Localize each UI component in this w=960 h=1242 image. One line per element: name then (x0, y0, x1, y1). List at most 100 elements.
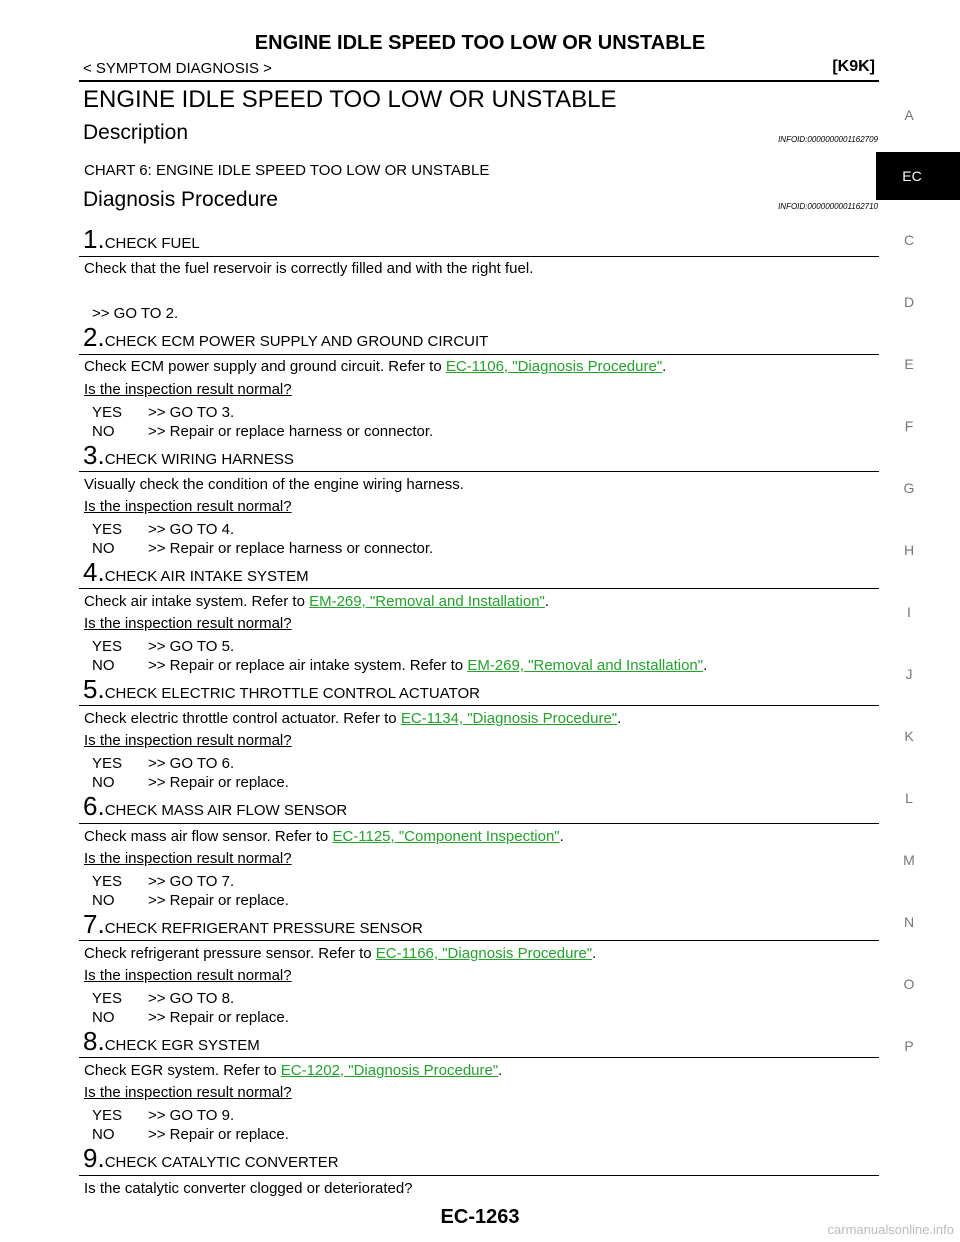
step-9-heading: 9.CHECK CATALYTIC CONVERTER (83, 1143, 339, 1174)
section-index-g[interactable]: G (903, 480, 915, 496)
step-number: 5. (83, 674, 105, 704)
no-label: NO (92, 540, 115, 557)
step-3-text: Visually check the condition of the engi… (84, 476, 464, 493)
breadcrumb: < SYMPTOM DIAGNOSIS > (83, 60, 272, 77)
step-1-goto: >> GO TO 2. (92, 305, 179, 322)
inspection-question: Is the inspection result normal? (84, 615, 292, 632)
no-label: NO (92, 1009, 115, 1026)
inspection-question: Is the inspection result normal? (84, 967, 292, 984)
section-index-a[interactable]: A (904, 107, 914, 123)
step-2-heading: 2.CHECK ECM POWER SUPPLY AND GROUND CIRC… (83, 322, 488, 353)
step-4-heading: 4.CHECK AIR INTAKE SYSTEM (83, 557, 309, 588)
no-text: >> Repair or replace. (148, 774, 289, 791)
step-5-heading: 5.CHECK ELECTRIC THROTTLE CONTROL ACTUAT… (83, 674, 480, 705)
section-index-e[interactable]: E (904, 356, 914, 372)
section-index-n[interactable]: N (903, 914, 915, 930)
diagnosis-title: Diagnosis Procedure (83, 188, 278, 211)
step-number: 3. (83, 440, 105, 470)
ref-link-em-269-no[interactable]: EM-269, "Removal and Installation" (467, 657, 704, 674)
section-index-m[interactable]: M (903, 852, 915, 868)
ref-link-em-269[interactable]: EM-269, "Removal and Installation" (309, 593, 545, 610)
step-2-text: Check ECM power supply and ground circui… (84, 358, 666, 375)
step-divider (79, 588, 879, 589)
yes-line: YES>> GO TO 6. (92, 755, 234, 772)
section-index-h[interactable]: H (903, 542, 915, 558)
step-number: 7. (83, 909, 105, 939)
step-text: Check EGR system. Refer to (84, 1062, 281, 1079)
section-index-j[interactable]: J (905, 666, 913, 682)
step-9-text: Is the catalytic converter clogged or de… (84, 1180, 413, 1197)
yes-label: YES (92, 755, 123, 772)
section-index-d[interactable]: D (903, 294, 915, 310)
ref-link-ec-1202[interactable]: EC-1202, "Diagnosis Procedure" (280, 1062, 499, 1079)
step-text-end: . (544, 593, 550, 610)
section-index-k[interactable]: K (904, 728, 914, 744)
no-text: >> Repair or replace air intake system. … (148, 657, 468, 674)
ref-link-ec-1106[interactable]: EC-1106, "Diagnosis Procedure" (445, 358, 663, 375)
step-title: CHECK REFRIGERANT PRESSURE SENSOR (104, 920, 423, 937)
no-label: NO (92, 774, 115, 791)
section-index-p[interactable]: P (904, 1038, 914, 1054)
ref-link-ec-1166[interactable]: EC-1166, "Diagnosis Procedure" (375, 945, 593, 962)
no-line: NO >> Repair or replace. (92, 774, 289, 791)
inspection-question: Is the inspection result normal? (84, 498, 292, 515)
no-text: >> Repair or replace. (148, 1126, 289, 1143)
step-divider (79, 705, 879, 706)
step-title: CHECK ELECTRIC THROTTLE CONTROL ACTUATOR (104, 685, 481, 702)
step-text: Check air intake system. Refer to (84, 593, 310, 610)
step-6-heading: 6.CHECK MASS AIR FLOW SENSOR (83, 791, 347, 822)
step-8-heading: 8.CHECK EGR SYSTEM (83, 1026, 260, 1057)
step-text-end: . (662, 358, 667, 375)
step-text: Check refrigerant pressure sensor. Refer… (84, 945, 376, 962)
yes-label: YES (92, 873, 123, 890)
yes-line: YES>> GO TO 8. (92, 990, 234, 1007)
section-index-i[interactable]: I (907, 604, 911, 620)
step-7-heading: 7.CHECK REFRIGERANT PRESSURE SENSOR (83, 909, 423, 940)
step-text-end: . (498, 1062, 503, 1079)
yes-line: YES>> GO TO 4. (92, 521, 234, 538)
section-index-c[interactable]: C (903, 232, 915, 248)
inspection-question: Is the inspection result normal? (84, 732, 292, 749)
step-8-text: Check EGR system. Refer to EC-1202, "Dia… (84, 1062, 502, 1079)
section-index-f[interactable]: F (904, 418, 914, 434)
step-5-text: Check electric throttle control actuator… (84, 710, 621, 727)
step-divider (79, 471, 879, 472)
description-title: Description (83, 121, 189, 144)
yes-label: YES (92, 990, 123, 1007)
step-divider (79, 1175, 879, 1176)
step-text-end: . (592, 945, 597, 962)
no-label: NO (92, 657, 115, 674)
ref-link-ec-1125[interactable]: EC-1125, "Component Inspection" (332, 828, 560, 845)
step-divider (79, 940, 879, 941)
step-divider (79, 823, 879, 824)
section-index-sidebar: A EC C D E F G H I J K L M N O P (876, 0, 960, 1242)
description-text: CHART 6: ENGINE IDLE SPEED TOO LOW OR UN… (84, 162, 490, 179)
no-line: NO>> Repair or replace. (92, 1009, 289, 1026)
step-title: CHECK FUEL (104, 235, 200, 252)
ref-link-ec-1134[interactable]: EC-1134, "Diagnosis Procedure" (400, 710, 618, 727)
page-number: EC-1263 (440, 1206, 520, 1228)
yes-text: >> GO TO 4. (148, 521, 235, 538)
step-text-end: . (617, 710, 622, 727)
no-line: NO>> Repair or replace. (92, 892, 289, 909)
diagnosis-infoid: INFOID:0000000001162710 (778, 202, 878, 211)
section-index-o[interactable]: O (903, 976, 915, 992)
step-title: CHECK CATALYTIC CONVERTER (104, 1154, 339, 1171)
no-label: NO (92, 423, 115, 440)
step-title: CHECK WIRING HARNESS (104, 451, 294, 468)
yes-text: >> GO TO 3. (148, 404, 235, 421)
no-line: NO >> Repair or replace air intake system… (92, 657, 707, 674)
yes-line: YES>> GO TO 5. (92, 638, 234, 655)
step-divider (79, 354, 879, 355)
step-text: Check mass air flow sensor. Refer to (84, 828, 333, 845)
header-title: ENGINE IDLE SPEED TOO LOW OR UNSTABLE (254, 32, 706, 54)
yes-line: YES>> GO TO 9. (92, 1107, 234, 1124)
no-text: >> Repair or replace. (148, 892, 289, 909)
yes-text: >> GO TO 7. (148, 873, 235, 890)
section-index-l[interactable]: L (905, 790, 913, 806)
watermark: carmanualsonline.info (827, 1222, 954, 1237)
step-number: 9. (83, 1143, 105, 1173)
step-7-text: Check refrigerant pressure sensor. Refer… (84, 945, 596, 962)
section-index-ec-active[interactable]: EC (876, 152, 960, 200)
step-title: CHECK MASS AIR FLOW SENSOR (104, 802, 348, 819)
